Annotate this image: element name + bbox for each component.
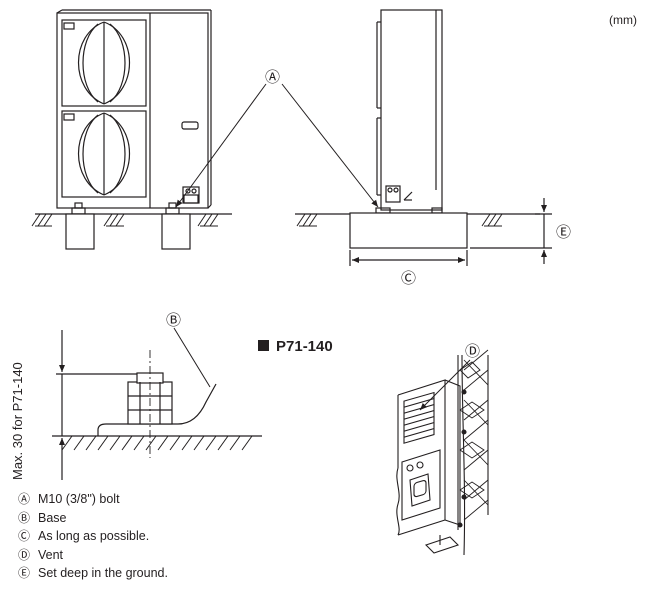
legend-item-a: Ⓐ M10 (3/8") bolt [18,490,168,509]
legend-mark-e: Ⓔ [18,566,31,581]
foundation-front [31,213,232,250]
legend-item-e: Ⓔ Set deep in the ground. [18,564,168,583]
callout-c: Ⓒ [401,270,416,287]
legend-text-d: Vent [38,547,64,562]
callout-b: Ⓑ [166,312,181,329]
callout-d: Ⓓ [465,343,480,360]
callout-a: Ⓐ [265,69,280,86]
vent-detail [396,349,489,556]
legend-mark-c: Ⓒ [18,529,31,544]
unit-side-view [375,9,443,214]
legend-mark-d: Ⓓ [18,547,31,562]
detail-vertical-label: Max. 30 for P71-140 [10,362,25,480]
foundation-side [295,198,552,266]
legend-text-e: Set deep in the ground. [38,566,168,581]
legend-text-b: Base [38,510,67,525]
legend-item-b: Ⓑ Base [18,509,168,528]
legend-item-d: Ⓓ Vent [18,546,168,565]
legend-mark-b: Ⓑ [18,510,31,525]
bolt-detail [52,327,262,480]
legend: Ⓐ M10 (3/8") bolt Ⓑ Base Ⓒ As long as po… [18,490,168,583]
callout-e: Ⓔ [556,224,571,241]
legend-text-a: M10 (3/8") bolt [38,492,120,506]
legend-item-c: Ⓒ As long as possible. [18,527,168,546]
legend-text-c: As long as possible. [38,529,150,544]
callout-a-leaders [175,83,379,208]
units-label: (mm) [609,13,637,27]
legend-mark-a: Ⓐ [18,492,31,506]
heading-bullet [258,340,269,351]
detail-heading: P71-140 [276,338,333,355]
unit-front-view [56,9,212,215]
